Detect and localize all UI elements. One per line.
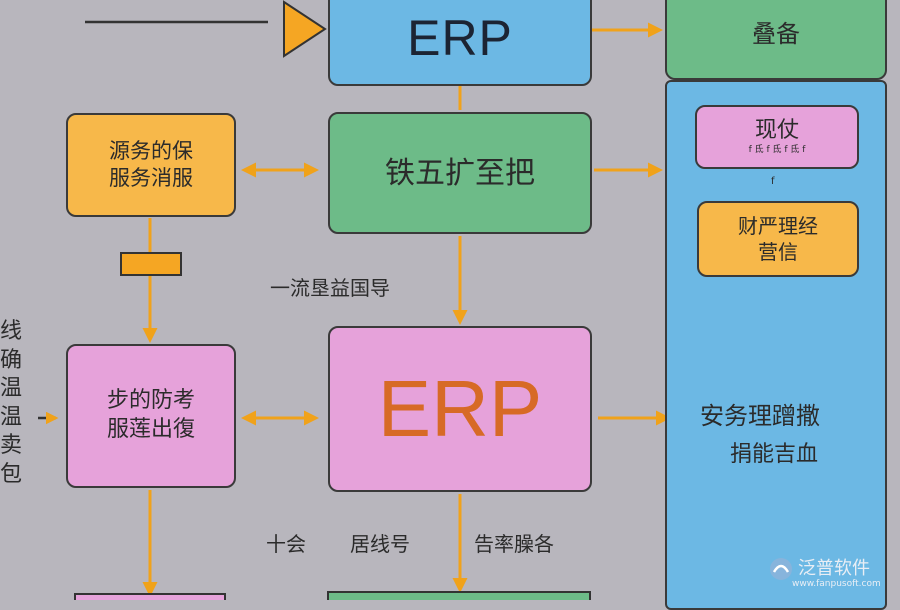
side-char-5: 卖 — [0, 433, 23, 459]
watermark-cn: 泛普软件 — [798, 558, 870, 579]
center-erp-box: ERP — [328, 326, 592, 492]
side-char-1: 线 — [0, 319, 23, 344]
panel-yellow-box: 财严理经 营信 — [697, 201, 859, 277]
panel-dot: f — [771, 176, 775, 187]
center-green-label: 铁五扩至把 — [385, 155, 535, 191]
left-pink-line1: 步的防考 — [106, 388, 195, 414]
bottom-label-b: 居线号 — [350, 532, 410, 556]
top-erp-label: ERP — [407, 9, 513, 66]
bottom-left-box-edge — [74, 593, 226, 600]
bottom-label-a: 十会 — [266, 532, 306, 556]
small-yellow-bar — [120, 252, 182, 276]
bottom-center-box-edge — [327, 591, 591, 600]
panel-text-2: 捐能吉血 — [730, 442, 819, 467]
left-yellow-line1: 源务的保 — [109, 138, 193, 163]
top-right-box: 叠备 — [665, 0, 887, 80]
side-char-6: 包 — [0, 461, 23, 487]
side-char-3: 温 — [0, 376, 23, 402]
top-right-label: 叠备 — [752, 20, 800, 49]
left-yellow-box: 源务的保 服务消服 — [66, 113, 236, 217]
watermark-logo-icon — [770, 558, 792, 580]
top-triangle-arrow — [283, 0, 327, 58]
panel-text-1: 安务理蹭撒 — [700, 402, 820, 430]
panel-pink-line1: 现仗 — [754, 117, 799, 143]
panel-yellow-line2: 营信 — [758, 240, 798, 264]
left-pink-line2: 服莲出復 — [106, 417, 195, 442]
side-char-2: 确 — [0, 347, 23, 373]
bottom-label-c: 告率臊各 — [474, 532, 554, 556]
side-char-4: 温 — [0, 404, 23, 430]
left-pink-box: 步的防考 服莲出復 — [66, 344, 236, 488]
watermark: 泛普软件 www.fanpusoft.com — [768, 552, 894, 596]
center-erp-label: ERP — [377, 364, 543, 453]
left-yellow-line2: 服务消服 — [109, 166, 193, 190]
panel-pink-line2: f 氐 f 氐 f 氐 f — [748, 145, 806, 156]
center-green-box: 铁五扩至把 — [328, 112, 592, 234]
watermark-url: www.fanpusoft.com — [792, 579, 881, 589]
top-erp-box: ERP — [328, 0, 592, 86]
mid-label: 一流垦益国导 — [270, 276, 390, 300]
panel-pink-box: 现仗 f 氐 f 氐 f 氐 f — [695, 105, 859, 169]
panel-yellow-line1: 财严理经 — [738, 214, 818, 238]
side-text: 线 确 温 温 卖 包 — [0, 318, 24, 490]
